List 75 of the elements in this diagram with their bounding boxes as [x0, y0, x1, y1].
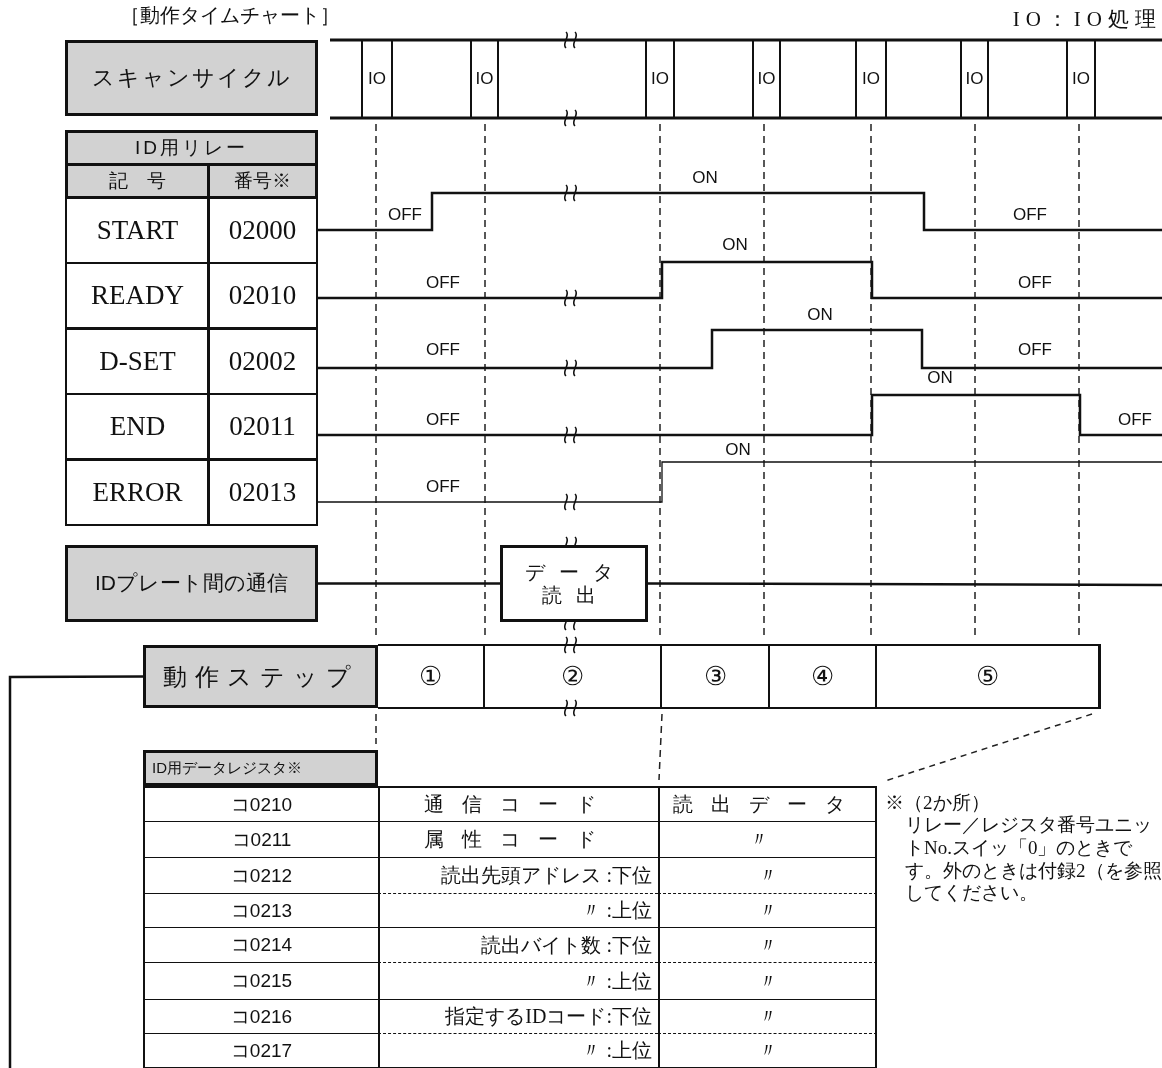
- state-label: OFF: [425, 476, 461, 499]
- register-content: 読出バイト数 :下位: [378, 928, 658, 963]
- register-address: コ0215: [143, 963, 378, 1000]
- row-heading: スキャンサイクル: [65, 40, 318, 116]
- footnote-text: リレー／レジスタ番号ユニットNo.スイッ「0」のときです。外のときは付録2（を参照してください。: [905, 814, 1162, 906]
- row-heading: 動作ステップ: [143, 645, 378, 708]
- connector-line: [318, 582, 500, 585]
- step-number: ①: [378, 645, 485, 708]
- relay-number: 02000: [207, 197, 318, 264]
- io-mark: IO: [470, 40, 499, 118]
- register-address: コ0211: [143, 822, 378, 858]
- step-number: ④: [770, 645, 877, 708]
- register-data: 〃: [658, 894, 877, 928]
- register-content: 読出先頭アドレス :下位: [378, 858, 658, 894]
- row-heading: IDプレート間の通信: [65, 545, 318, 622]
- io-mark: IO: [645, 40, 675, 118]
- register-content: 属性コード: [378, 822, 658, 858]
- state-label: ON: [926, 367, 954, 390]
- state-label: OFF: [425, 409, 461, 432]
- io-mark: IO: [960, 40, 989, 118]
- signal-name: READY: [65, 262, 210, 330]
- register-content: 通信コード: [378, 786, 658, 822]
- register-address: コ0216: [143, 1000, 378, 1034]
- step-number: ③: [662, 645, 770, 708]
- state-label: ON: [691, 167, 719, 190]
- state-label: ON: [806, 304, 834, 327]
- state-label: OFF: [425, 339, 461, 362]
- register-address: コ0213: [143, 894, 378, 928]
- io-mark: IO: [361, 40, 393, 118]
- table-heading: ID用リレー: [65, 130, 318, 166]
- state-label: OFF: [425, 272, 461, 295]
- register-data: 〃: [658, 963, 877, 1000]
- signal-name: ERROR: [65, 458, 210, 526]
- register-address: コ0214: [143, 928, 378, 963]
- state-label: ON: [721, 234, 749, 257]
- chart-title: ［動作タイムチャート］: [120, 2, 341, 28]
- state-label: OFF: [1117, 409, 1153, 432]
- register-data: 〃: [658, 1034, 877, 1068]
- data-read-box: データ読出: [500, 545, 648, 622]
- relay-number: 02002: [207, 327, 318, 395]
- relay-number: 02013: [207, 458, 318, 526]
- register-data: 読出データ: [658, 786, 877, 822]
- legend-note: IO：IO処理: [1011, 5, 1162, 33]
- signal-name: START: [65, 197, 210, 264]
- state-label: OFF: [1012, 204, 1048, 227]
- register-data: 〃: [658, 822, 877, 858]
- register-content: 指定するIDコード:下位: [378, 1000, 658, 1034]
- column-heading: 番号※: [207, 163, 318, 199]
- state-label: OFF: [387, 204, 423, 227]
- state-label: OFF: [1017, 339, 1053, 362]
- io-mark: IO: [1066, 40, 1096, 118]
- register-content: 〃 :上位: [378, 894, 658, 928]
- register-content: 〃 :上位: [378, 1034, 658, 1068]
- register-address: コ0217: [143, 1034, 378, 1068]
- relay-number: 02010: [207, 262, 318, 330]
- register-data: 〃: [658, 1000, 877, 1034]
- state-label: OFF: [1017, 272, 1053, 295]
- signal-name: END: [65, 393, 210, 461]
- register-data: 〃: [658, 928, 877, 963]
- step-number: ②: [485, 645, 662, 708]
- relay-number: 02011: [207, 393, 318, 461]
- state-label: ON: [724, 439, 752, 462]
- io-mark: IO: [752, 40, 781, 118]
- register-address: コ0210: [143, 786, 378, 822]
- connector-line: [8, 675, 143, 1068]
- table-heading: ID用データレジスタ※: [143, 750, 378, 786]
- register-content: 〃 :上位: [378, 963, 658, 1000]
- register-address: コ0212: [143, 858, 378, 894]
- io-mark: IO: [855, 40, 887, 118]
- connector-line: [648, 582, 1162, 587]
- step-number: ⑤: [877, 645, 1100, 708]
- signal-name: D-SET: [65, 327, 210, 395]
- footnote-heading: ※（2か所）: [885, 791, 991, 816]
- column-heading: 記 号: [65, 163, 210, 199]
- register-data: 〃: [658, 858, 877, 894]
